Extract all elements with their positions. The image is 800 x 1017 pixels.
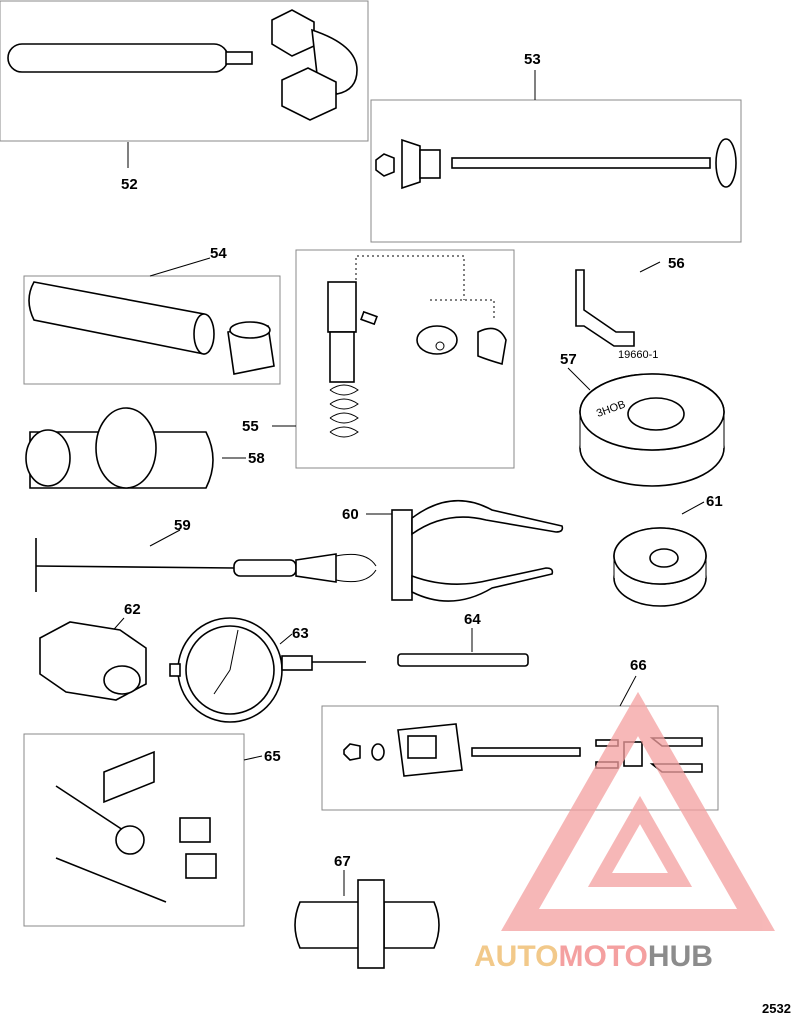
item-53-tool (370, 70, 742, 243)
watermark-part-moto: MOTO (558, 940, 647, 973)
item-59-puller (35, 529, 377, 592)
callout-64: 64 (464, 611, 481, 628)
item-57-ring (567, 367, 725, 487)
watermark-logo (501, 691, 775, 931)
callout-63: 63 (292, 625, 309, 642)
item-58-tool (25, 407, 246, 489)
callout-62: 62 (124, 601, 141, 618)
callout-67: 67 (334, 853, 351, 870)
callout-55: 55 (242, 418, 259, 435)
item-54-tool (23, 257, 281, 385)
item-56-gauge (575, 261, 661, 347)
item-55-tool (272, 249, 515, 469)
watermark-text: AUTOMOTOHUB (474, 940, 713, 973)
callout-52: 52 (121, 176, 138, 193)
item-61-ring (613, 501, 707, 607)
watermark-part-auto: AUTO (474, 940, 558, 973)
item-64-rod (397, 628, 529, 667)
part-number-56: 19660-1 (618, 349, 658, 361)
callout-60: 60 (342, 506, 359, 523)
item-62-socket (39, 617, 147, 701)
callout-65: 65 (264, 748, 281, 765)
callout-56: 56 (668, 255, 685, 272)
item-65-tool (23, 733, 263, 927)
figure-number: 2532 (762, 1001, 791, 1016)
callout-66: 66 (630, 657, 647, 674)
watermark-part-hub: HUB (648, 940, 713, 973)
item-52-tool (0, 0, 369, 168)
callout-59: 59 (174, 517, 191, 534)
callout-54: 54 (210, 245, 227, 262)
callout-58: 58 (248, 450, 265, 467)
callout-53: 53 (524, 51, 541, 68)
item-63-dial-indicator (169, 617, 366, 723)
item-60-pliers (366, 499, 564, 602)
item-67-tool (294, 870, 440, 969)
callout-57: 57 (560, 351, 577, 368)
callout-61: 61 (706, 493, 723, 510)
